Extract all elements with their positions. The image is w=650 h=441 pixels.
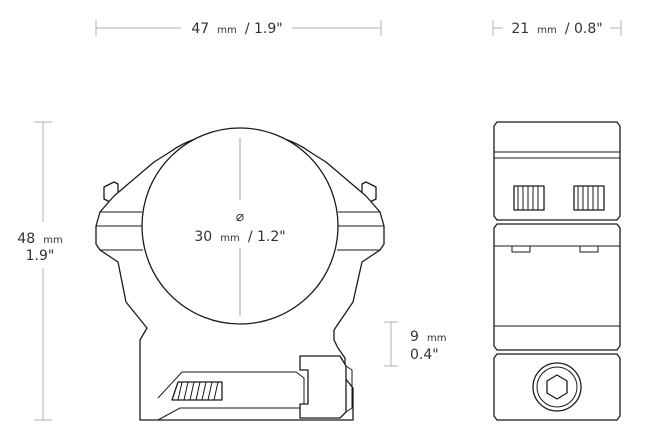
depth-unit: mm xyxy=(537,25,556,36)
depth-value: 21 xyxy=(511,21,529,37)
rail-slot xyxy=(157,371,305,421)
base-unit: mm xyxy=(427,333,446,344)
diameter-symbol: ⌀ xyxy=(236,209,245,225)
rail-clamp-bolt xyxy=(345,365,353,413)
side-right-screw-head xyxy=(573,185,605,211)
base-imperial: 0.4" xyxy=(410,347,439,363)
hex-bolt-icon xyxy=(532,362,582,412)
height-value: 48 xyxy=(17,231,35,247)
width-dimension-label: 47 mm / 1.9" xyxy=(191,18,282,37)
base-dimension-label-top: 9 mm xyxy=(410,326,447,345)
height-unit: mm xyxy=(43,235,62,246)
height-dimension-label-top: 48 mm xyxy=(17,228,62,247)
depth-imperial: / 0.8" xyxy=(565,21,603,37)
ring-bore xyxy=(141,127,339,325)
depth-dimension-label: 21 mm / 0.8" xyxy=(511,18,602,37)
diameter-value: 30 xyxy=(194,229,212,245)
side-body-block xyxy=(493,223,621,351)
width-value: 47 xyxy=(191,21,209,37)
width-unit: mm xyxy=(217,25,236,36)
rail-lug-hatching xyxy=(177,381,219,401)
width-imperial: / 1.9" xyxy=(245,21,283,37)
ring-front-view: ⌀ 30 mm / 1.2" xyxy=(95,127,385,421)
height-dimension: 48 mm 1.9" xyxy=(17,121,63,421)
depth-dimension: 21 mm / 0.8" xyxy=(492,18,622,37)
width-dimension: 47 mm / 1.9" xyxy=(95,18,382,37)
diameter-unit: mm xyxy=(220,233,239,244)
diameter-label: 30 mm / 1.2" xyxy=(194,226,285,245)
base-dimension: 9 mm 0.4" xyxy=(384,321,447,367)
height-imperial: 1.9" xyxy=(26,248,55,264)
diameter-imperial: / 1.2" xyxy=(248,229,286,245)
side-left-screw-head xyxy=(513,185,545,211)
ring-side-view xyxy=(493,121,621,421)
rail-clamp-jaw xyxy=(299,355,347,419)
base-value: 9 xyxy=(410,329,419,345)
